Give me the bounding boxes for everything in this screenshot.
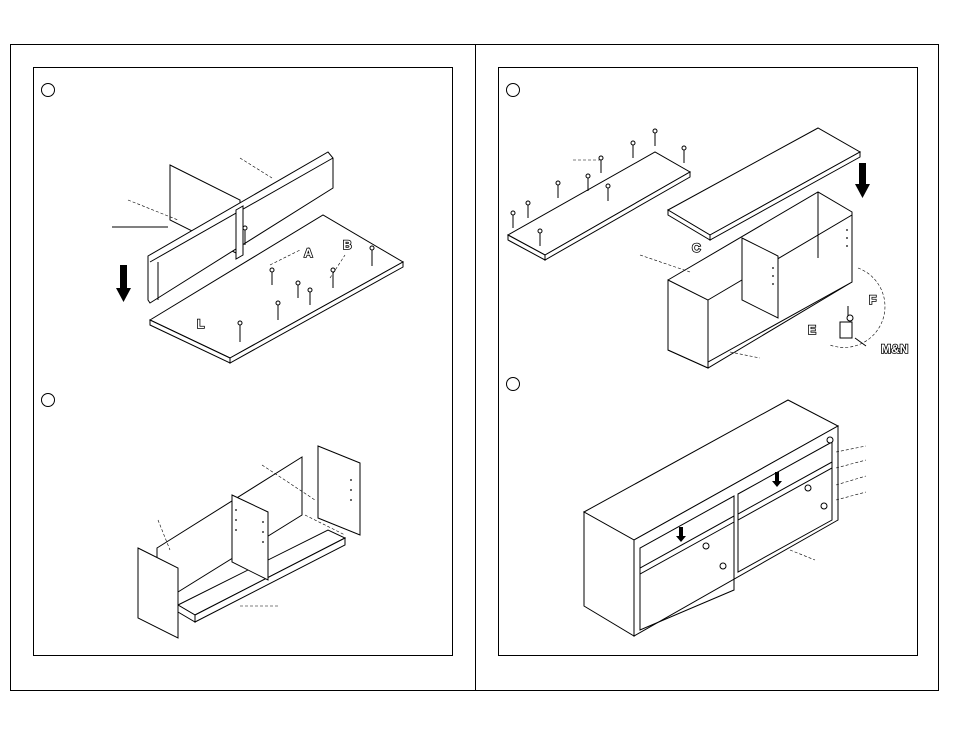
label-b: B bbox=[343, 238, 352, 252]
step1-figure: A B L bbox=[112, 152, 403, 363]
label-a: A bbox=[304, 246, 313, 260]
step3-figure: C F E M&N bbox=[508, 128, 908, 368]
down-arrow-icon bbox=[116, 265, 131, 302]
label-l: L bbox=[197, 317, 204, 331]
step2-figure bbox=[138, 446, 360, 638]
divider-panel bbox=[236, 206, 243, 259]
top-panel bbox=[508, 152, 690, 255]
label-mn: M&N bbox=[881, 342, 908, 356]
side-panel-right bbox=[318, 446, 360, 535]
down-arrow-icon bbox=[855, 163, 870, 198]
label-c: C bbox=[692, 241, 701, 255]
step4-figure bbox=[584, 400, 866, 636]
label-e: E bbox=[808, 323, 816, 337]
cam-lock-icon bbox=[840, 306, 866, 346]
label-f: F bbox=[869, 293, 876, 307]
